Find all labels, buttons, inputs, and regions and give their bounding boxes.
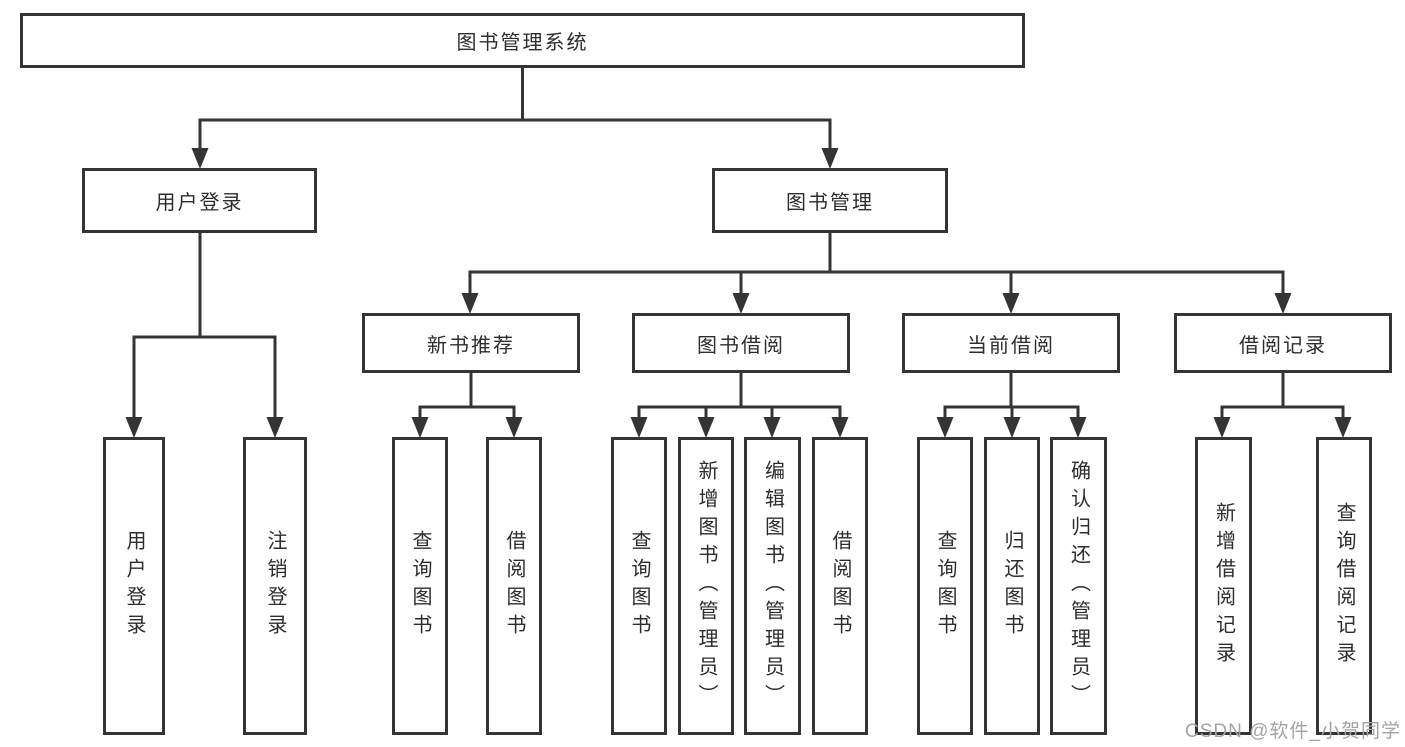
leaf-label: 查询借阅记录 bbox=[1333, 502, 1355, 670]
leaf-label: 用户登录 bbox=[123, 530, 145, 642]
node-borrow-records: 借阅记录 bbox=[1174, 313, 1392, 373]
node-new-book-recommend: 新书推荐 bbox=[362, 313, 580, 373]
leaf-label: 查询图书 bbox=[934, 530, 956, 642]
leaf-label: 新增图书（管理员） bbox=[695, 460, 717, 712]
node-current-borrow: 当前借阅 bbox=[902, 313, 1120, 373]
leaf-label: 借阅图书 bbox=[503, 530, 525, 642]
leaf-borrow-books: 借阅图书 bbox=[812, 437, 868, 735]
leaf-add-borrow-record: 新增借阅记录 bbox=[1195, 437, 1252, 735]
leaf-edit-books-admin: 编辑图书（管理员） bbox=[744, 437, 801, 735]
node-label: 用户登录 bbox=[155, 192, 244, 214]
node-library-management-system: 图书管理系统 bbox=[20, 13, 1025, 68]
leaf-label: 归还图书 bbox=[1001, 530, 1023, 642]
node-label: 新书推荐 bbox=[427, 334, 515, 357]
node-user-login: 用户登录 bbox=[82, 168, 317, 233]
node-label: 图书管理 bbox=[786, 192, 874, 214]
node-book-management: 图书管理 bbox=[712, 168, 948, 233]
leaf-borrow-query-books: 查询图书 bbox=[611, 437, 667, 735]
leaf-label: 新增借阅记录 bbox=[1212, 502, 1235, 670]
leaf-return-books: 归还图书 bbox=[984, 437, 1040, 735]
leaf-label: 查询图书 bbox=[628, 530, 650, 642]
leaf-recommend-query-books: 查询图书 bbox=[392, 437, 448, 735]
node-book-borrow: 图书借阅 bbox=[632, 313, 850, 373]
arrowheads bbox=[125, 148, 1352, 438]
leaf-confirm-return-admin: 确认归还（管理员） bbox=[1050, 437, 1107, 735]
node-label: 当前借阅 bbox=[967, 334, 1055, 357]
leaf-label: 注销登录 bbox=[264, 530, 286, 642]
leaf-recommend-borrow-books: 借阅图书 bbox=[486, 437, 542, 735]
leaf-user-login: 用户登录 bbox=[103, 437, 165, 735]
leaf-label: 借阅图书 bbox=[829, 530, 851, 642]
leaf-logout: 注销登录 bbox=[243, 437, 307, 735]
leaf-add-books-admin: 新增图书（管理员） bbox=[678, 437, 734, 735]
node-label: 图书管理系统 bbox=[456, 32, 589, 54]
leaf-label: 查询图书 bbox=[409, 530, 431, 642]
leaf-query-borrow-record: 查询借阅记录 bbox=[1316, 437, 1372, 735]
leaf-label: 编辑图书（管理员） bbox=[761, 460, 784, 712]
leaf-label: 确认归还（管理员） bbox=[1067, 460, 1090, 712]
node-label: 借阅记录 bbox=[1239, 334, 1327, 357]
leaf-current-query-books: 查询图书 bbox=[917, 437, 973, 735]
node-label: 图书借阅 bbox=[697, 334, 785, 357]
csdn-watermark: CSDN @软件_小贺同学 bbox=[1185, 721, 1401, 742]
